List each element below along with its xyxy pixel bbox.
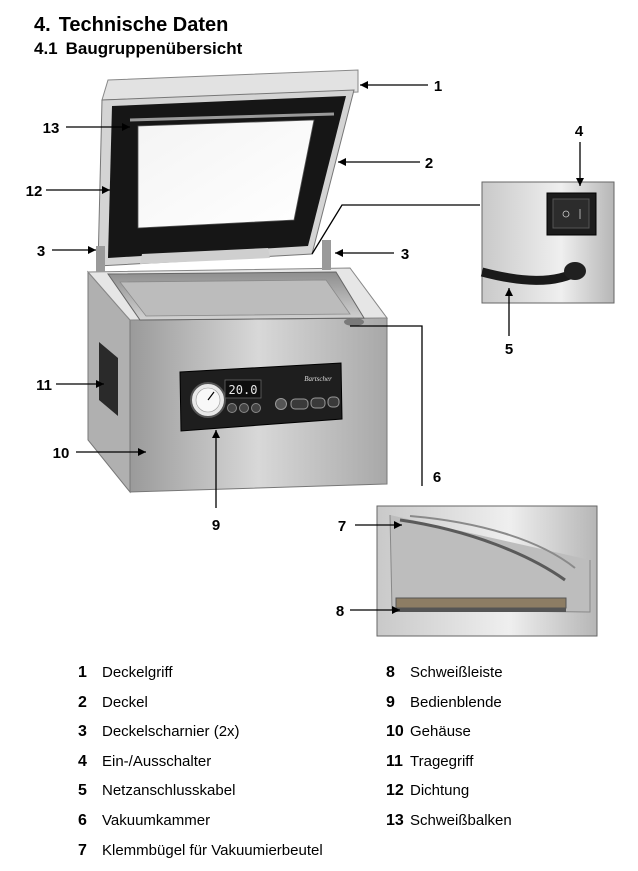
legend-number: 4	[78, 752, 87, 770]
legend-number: 5	[78, 782, 87, 800]
callout-6: 6	[433, 469, 441, 486]
legend-number: 10	[386, 723, 404, 741]
leader-switch-link	[311, 204, 480, 255]
legend-left-column: 1 Deckelgriff 2 Deckel 3 Deckelscharnier (2…	[78, 664, 323, 871]
legend-number: 6	[78, 811, 87, 829]
control-panel: 20.0 Bartscher	[179, 362, 343, 432]
callout-3-left: 3	[37, 243, 45, 260]
legend-right-column: 8 Schweißleiste 9 Bedienblende 10 Gehäuse 1…	[386, 664, 512, 842]
brand-logo: Bartscher	[304, 375, 332, 383]
callout-13: 13	[43, 120, 60, 137]
legend-label: Dichtung	[410, 782, 470, 800]
display-readout: 20.0	[229, 383, 258, 397]
legend-label: Schweißleiste	[410, 664, 503, 681]
legend-item: 7 Klemmbügel für Vakuumierbeutel	[78, 842, 323, 871]
legend-label: Bedienblende	[410, 693, 502, 711]
subsection-heading: 4.1 Baugruppenübersicht	[34, 39, 242, 59]
legend-label: Schweißbalken	[410, 811, 512, 829]
legend-item: 2 Deckel	[78, 694, 323, 724]
legend-number: 12	[386, 782, 404, 800]
callout-5: 5	[505, 341, 513, 358]
switch-inset	[480, 181, 615, 304]
legend-item: 3 Deckelscharnier (2x)	[78, 723, 323, 753]
lid	[97, 69, 359, 267]
legend-number: 7	[78, 841, 87, 859]
legend-item: 8 Schweißleiste	[386, 664, 512, 694]
callout-2: 2	[425, 155, 433, 172]
assembly-figure: 20.0 Bartscher	[26, 69, 615, 637]
legend-label: Tragegriff	[410, 752, 474, 770]
legend-number: 11	[386, 752, 403, 770]
legend-number: 1	[78, 664, 87, 681]
leader-6	[350, 325, 423, 486]
callout-12: 12	[26, 183, 43, 200]
callout-3-right: 3	[401, 246, 409, 263]
legend-item: 5 Netzanschlusskabel	[78, 782, 323, 812]
callout-8: 8	[336, 603, 344, 620]
legend-number: 3	[78, 723, 87, 741]
legend-number: 8	[386, 664, 395, 681]
section-number: 4.	[34, 14, 51, 36]
vacuum-machine-illustration: 20.0 Bartscher	[86, 69, 388, 494]
legend-label: Deckelscharnier (2x)	[102, 723, 240, 741]
legend-item: 12 Dichtung	[386, 782, 512, 812]
legend-item: 13 Schweißbalken	[386, 812, 512, 842]
legend-item: 9 Bedienblende	[386, 694, 512, 724]
legend-item: 10 Gehäuse	[386, 723, 512, 753]
legend-item: 1 Deckelgriff	[78, 664, 323, 694]
callout-1: 1	[434, 78, 442, 95]
legend-label: Netzanschlusskabel	[102, 782, 236, 800]
legend-item: 6 Vakuumkammer	[78, 812, 323, 842]
callout-10: 10	[53, 445, 70, 462]
callout-7: 7	[338, 518, 346, 535]
chamber-inset	[376, 505, 598, 637]
legend-label: Deckelgriff	[102, 664, 173, 681]
legend-number: 13	[386, 811, 404, 829]
section-heading: 4. Technische Daten	[34, 14, 228, 37]
subsection-number: 4.1	[34, 39, 58, 58]
callout-4: 4	[575, 123, 584, 140]
legend-label: Klemmbügel für Vakuumierbeutel	[102, 841, 323, 859]
legend-item: 11 Tragegriff	[386, 753, 512, 783]
callout-9: 9	[212, 517, 220, 534]
legend-label: Ein-/Ausschalter	[102, 752, 212, 770]
legend-label: Vakuumkammer	[102, 811, 211, 829]
legend-number: 2	[78, 693, 87, 711]
legend-label: Deckel	[102, 693, 148, 711]
legend-number: 9	[386, 693, 395, 711]
legend-item: 4 Ein-/Ausschalter	[78, 753, 323, 783]
subsection-title: Baugruppenübersicht	[65, 39, 243, 58]
callout-11: 11	[36, 377, 52, 394]
legend-label: Gehäuse	[410, 723, 471, 741]
section-title: Technische Daten	[58, 14, 229, 36]
